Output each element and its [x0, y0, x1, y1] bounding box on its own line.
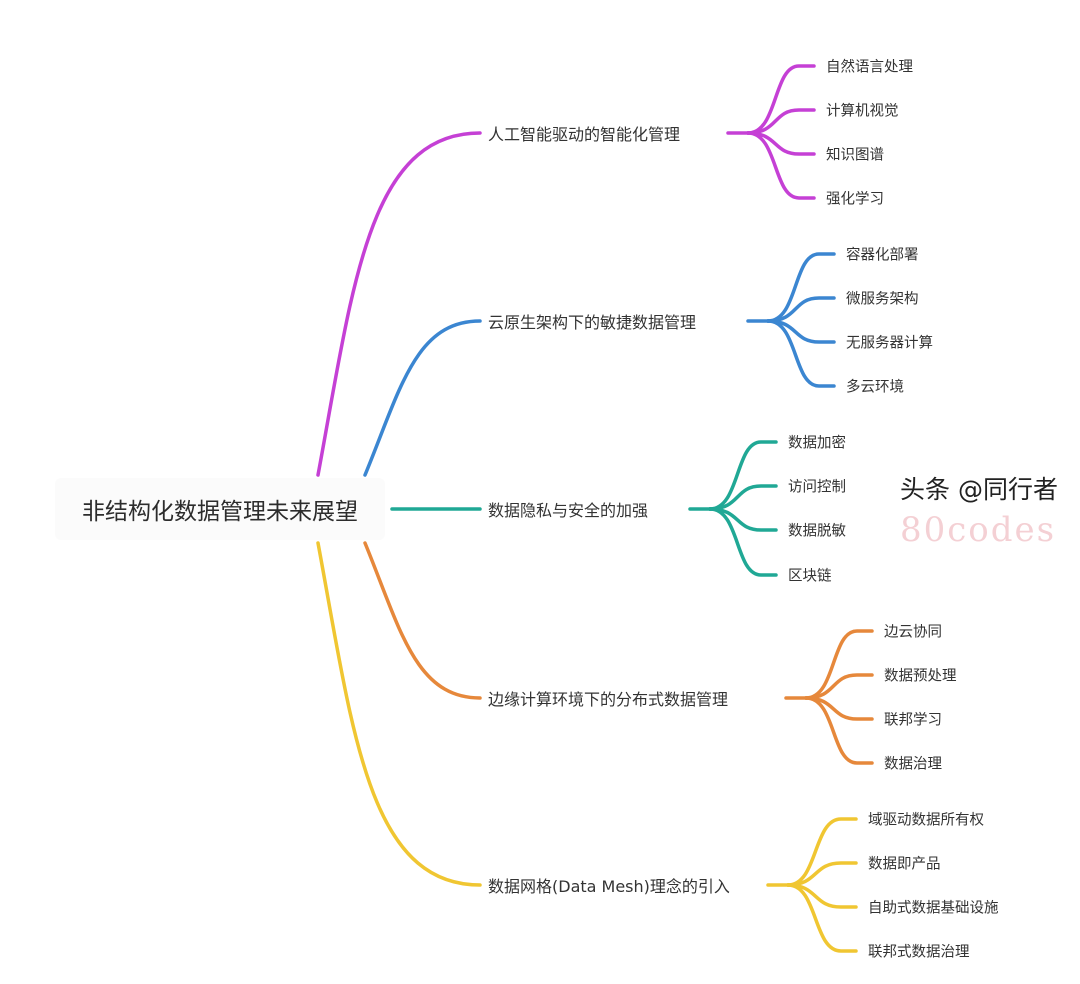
leaf-node[interactable]: 数据预处理	[884, 668, 957, 685]
branch-node[interactable]: 数据隐私与安全的加强	[488, 501, 649, 520]
branch-node[interactable]: 人工智能驱动的智能化管理	[488, 125, 681, 144]
child-link-line	[766, 319, 836, 388]
child-link-line	[804, 696, 874, 765]
child-link-line	[766, 252, 836, 323]
child-link-line	[708, 440, 778, 511]
root-branch-line	[316, 541, 482, 887]
leaf-node[interactable]: 容器化部署	[846, 247, 919, 264]
root-branch-line	[363, 319, 482, 477]
leaf-node[interactable]: 访问控制	[788, 479, 846, 496]
branch-node[interactable]: 云原生架构下的敏捷数据管理	[488, 313, 697, 332]
leaf-node[interactable]: 多云环境	[846, 379, 904, 396]
leaf-node[interactable]: 自然语言处理	[826, 59, 913, 76]
faint-watermark: 80codes	[900, 510, 1057, 550]
root-label: 非结构化数据管理未来展望	[82, 499, 358, 525]
root-branch-line	[363, 541, 482, 700]
child-link-line	[786, 817, 858, 887]
leaf-node[interactable]: 数据治理	[884, 756, 942, 773]
leaf-node[interactable]: 数据加密	[788, 435, 846, 452]
root-branch-line	[316, 131, 482, 477]
leaf-node[interactable]: 无服务器计算	[846, 335, 933, 352]
leaf-node[interactable]: 边云协同	[884, 624, 942, 641]
child-link-line	[708, 507, 778, 577]
leaf-node[interactable]: 计算机视觉	[826, 103, 899, 120]
child-link-line	[786, 883, 858, 953]
child-link-line	[746, 64, 816, 135]
branch-node[interactable]: 边缘计算环境下的分布式数据管理	[488, 690, 729, 709]
leaf-node[interactable]: 联邦学习	[884, 712, 942, 729]
root-node[interactable]: 非结构化数据管理未来展望	[55, 478, 385, 540]
leaf-node[interactable]: 微服务架构	[846, 291, 919, 308]
child-link-line	[746, 131, 816, 200]
watermark: 头条 @同行者	[900, 475, 1058, 504]
leaf-node[interactable]: 联邦式数据治理	[868, 944, 970, 961]
leaf-node[interactable]: 数据即产品	[868, 856, 941, 873]
leaf-node[interactable]: 域驱动数据所有权	[868, 812, 984, 829]
branch-node[interactable]: 数据网格(Data Mesh)理念的引入	[488, 877, 730, 896]
leaf-node[interactable]: 数据脱敏	[788, 523, 846, 540]
leaf-node[interactable]: 知识图谱	[826, 147, 884, 164]
leaf-node[interactable]: 区块链	[788, 568, 832, 585]
leaf-node[interactable]: 强化学习	[826, 191, 884, 208]
leaf-node[interactable]: 自助式数据基础设施	[868, 900, 999, 917]
child-link-line	[804, 629, 874, 700]
